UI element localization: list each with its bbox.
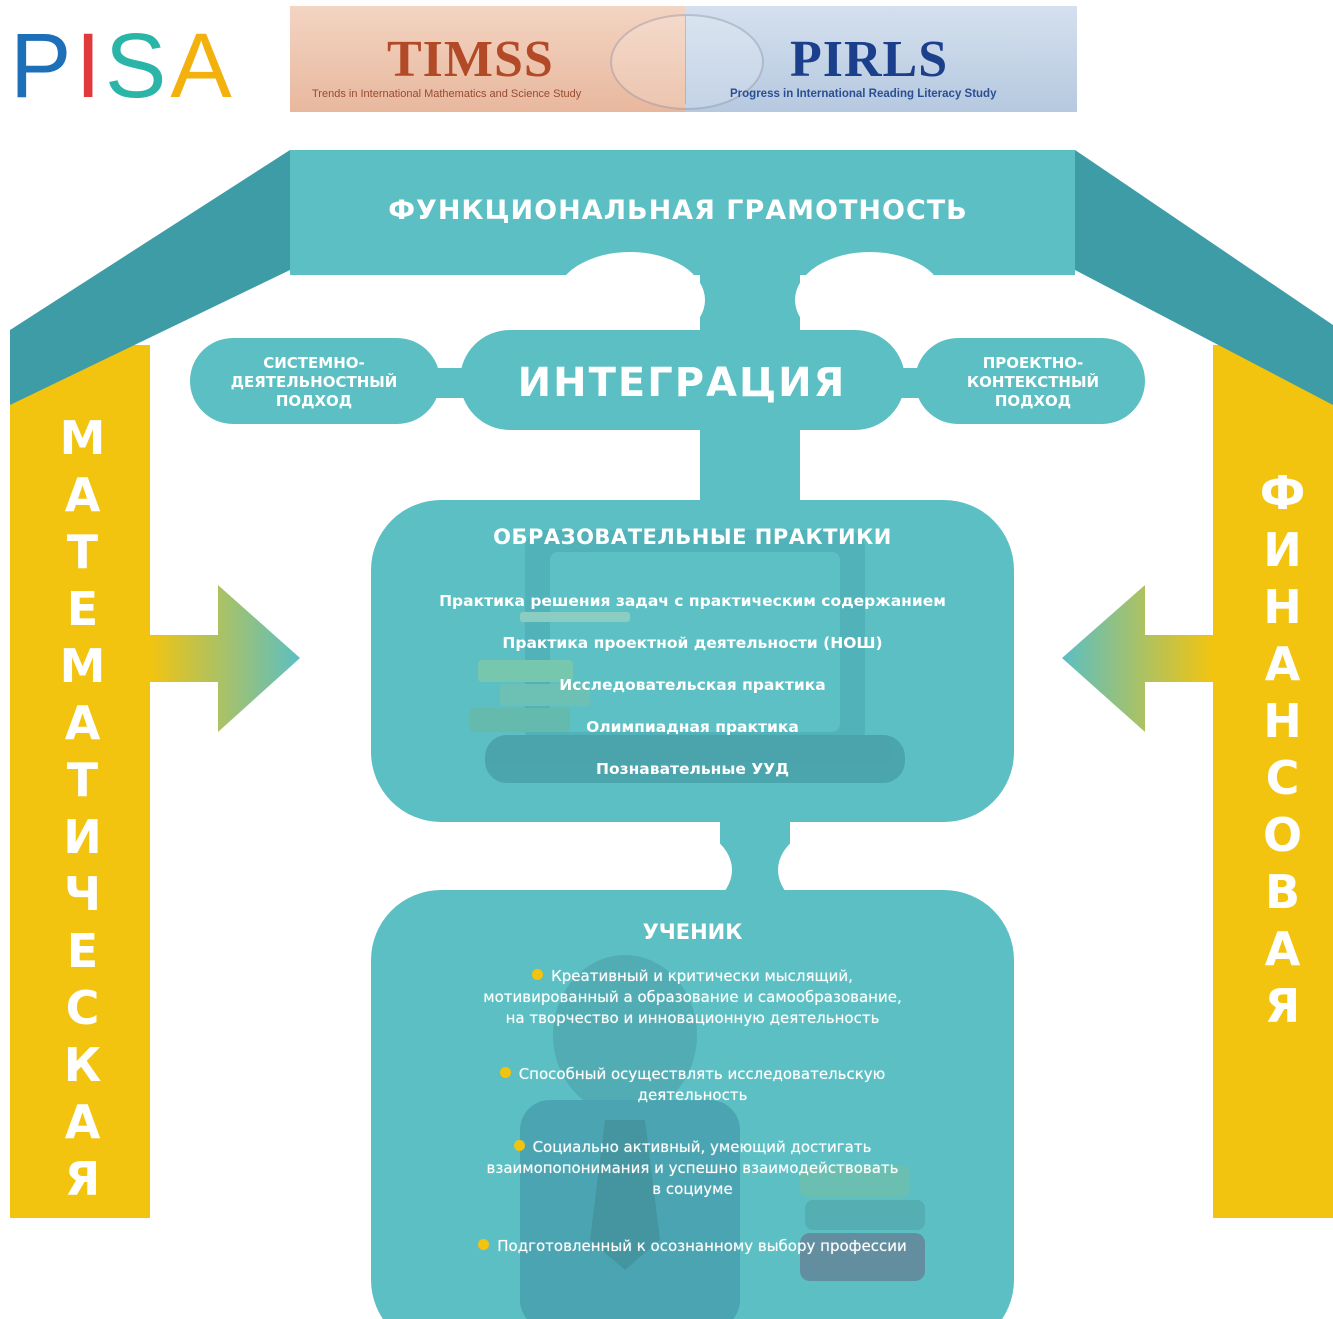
trait-line: взаимопопонимания и успешно взаимодейств… <box>486 1159 899 1177</box>
pillar-letter: А <box>64 468 101 522</box>
practices-title: ОБРАЗОВАТЕЛЬНЫЕ ПРАКТИКИ <box>493 525 892 549</box>
roof-title: ФУНКЦИОНАЛЬНАЯ ГРАМОТНОСТЬ <box>388 195 968 226</box>
trait-text: Социально активный, умеющий достигать <box>532 1138 872 1156</box>
pillar-letter: М <box>59 411 106 465</box>
pillar-left <box>10 345 150 1218</box>
bullet-icon <box>478 1239 490 1250</box>
pirls-title: PIRLS <box>790 31 949 88</box>
pillar-letter: Ф <box>1259 466 1306 520</box>
practice-item: Практика проектной деятельности (НОШ) <box>502 634 883 652</box>
practice-item: Практика решения задач с практическим со… <box>439 592 946 610</box>
pillar-letter: Е <box>66 924 99 978</box>
student-trait: Подготовленный к осознанному выбору проф… <box>410 1236 975 1257</box>
pillar-letter: Я <box>1264 979 1301 1033</box>
bullet-icon <box>513 1140 525 1151</box>
bullet-icon <box>499 1067 511 1078</box>
trait-line: на творчество и инновационную деятельнос… <box>505 1009 880 1027</box>
roof-left <box>10 150 290 405</box>
trait-line: деятельность <box>637 1086 748 1104</box>
pillar-letter: А <box>64 696 101 750</box>
pillar-letter: Н <box>1263 580 1302 634</box>
pillar-letter: Ч <box>63 867 102 921</box>
pillar-right <box>1213 345 1333 1218</box>
roof-right <box>1075 150 1333 405</box>
bullet-icon <box>532 969 544 980</box>
pillar-letter: Е <box>66 582 99 636</box>
pisa-letter: A <box>170 15 236 117</box>
pisa-letter: I <box>75 15 105 117</box>
label-line: ПРОЕКТНО- <box>982 354 1084 372</box>
pillar-letter: М <box>59 639 106 693</box>
student-trait: Социально активный, умеющий достигать вз… <box>410 1137 975 1200</box>
label-line: ПОДХОД <box>275 392 353 410</box>
pillar-letter: И <box>63 810 102 864</box>
arrow-right <box>1062 585 1213 732</box>
pill-systemic <box>190 338 440 424</box>
laptop-illustration <box>470 530 905 783</box>
pillar-letter: И <box>1263 523 1302 577</box>
practice-item: Познавательные УУД <box>595 760 790 778</box>
pisa-letter: P <box>10 15 76 117</box>
label-line: ПОДХОД <box>994 392 1072 410</box>
label-line: КОНТЕКСТНЫЙ <box>966 373 1100 391</box>
pillar-letter: С <box>65 981 100 1035</box>
trait-text: Подготовленный к осознанному выбору проф… <box>497 1237 907 1255</box>
label-line: ДЕЯТЕЛЬНОСТНЫЙ <box>230 373 398 391</box>
timss-pirls-banner: TIMSS PIRLS Trends in International Math… <box>290 6 1077 112</box>
pillar-letter: С <box>1265 751 1300 805</box>
integration-title: ИНТЕГРАЦИЯ <box>517 360 847 406</box>
student-illustration <box>520 955 925 1319</box>
practice-item: Исследовательская практика <box>559 676 826 694</box>
trait-line: мотивированный а образование и самообраз… <box>483 988 902 1006</box>
pillar-letter: Т <box>66 753 99 807</box>
pillar-letter: К <box>63 1038 102 1092</box>
student-trait: Способный осуществлять исследовательскую… <box>410 1064 975 1106</box>
pillar-letter: Т <box>66 525 99 579</box>
trait-text: Креативный и критически мыслящий, <box>551 967 853 985</box>
project-approach-label: ПРОЕКТНО- КОНТЕКСТНЫЙ ПОДХОД <box>928 354 1138 411</box>
pillar-letter: В <box>1264 865 1301 919</box>
banner-divider <box>685 16 686 104</box>
label-line: СИСТЕМНО- <box>263 354 365 372</box>
trait-line: Креативный и критически мыслящий, <box>410 966 975 987</box>
pirls-subtitle: Progress in International Reading Litera… <box>730 88 997 100</box>
pill-project <box>915 338 1145 424</box>
trait-text: Способный осуществлять исследовательскую <box>518 1065 886 1083</box>
pisa-letter: S <box>104 15 171 117</box>
pillar-letter: О <box>1262 808 1303 862</box>
student-trait: Креативный и критически мыслящий, мотиви… <box>410 966 975 1029</box>
timss-title: TIMSS <box>387 31 554 88</box>
pillar-letter: Я <box>64 1152 101 1206</box>
practice-item: Олимпиадная практика <box>586 718 799 736</box>
timss-subtitle: Trends in International Mathematics and … <box>312 88 582 100</box>
arrow-left <box>150 585 300 732</box>
trait-line: Подготовленный к осознанному выбору проф… <box>410 1236 975 1257</box>
pillar-letter: Н <box>1263 694 1302 748</box>
pillar-letter: А <box>1264 922 1301 976</box>
roof-band <box>290 150 1075 275</box>
trait-line: в социуме <box>652 1180 733 1198</box>
trait-line: Способный осуществлять исследовательскую <box>410 1064 975 1085</box>
pillar-letter: А <box>64 1095 101 1149</box>
systemic-approach-label: СИСТЕМНО- ДЕЯТЕЛЬНОСТНЫЙ ПОДХОД <box>200 354 428 411</box>
pill-integration <box>460 330 905 430</box>
trait-line: Социально активный, умеющий достигать <box>410 1137 975 1158</box>
pisa-logo: PISA <box>10 20 236 112</box>
student-title: УЧЕНИК <box>642 920 743 944</box>
globe-icon <box>610 14 764 110</box>
pillar-letter: А <box>1264 637 1301 691</box>
